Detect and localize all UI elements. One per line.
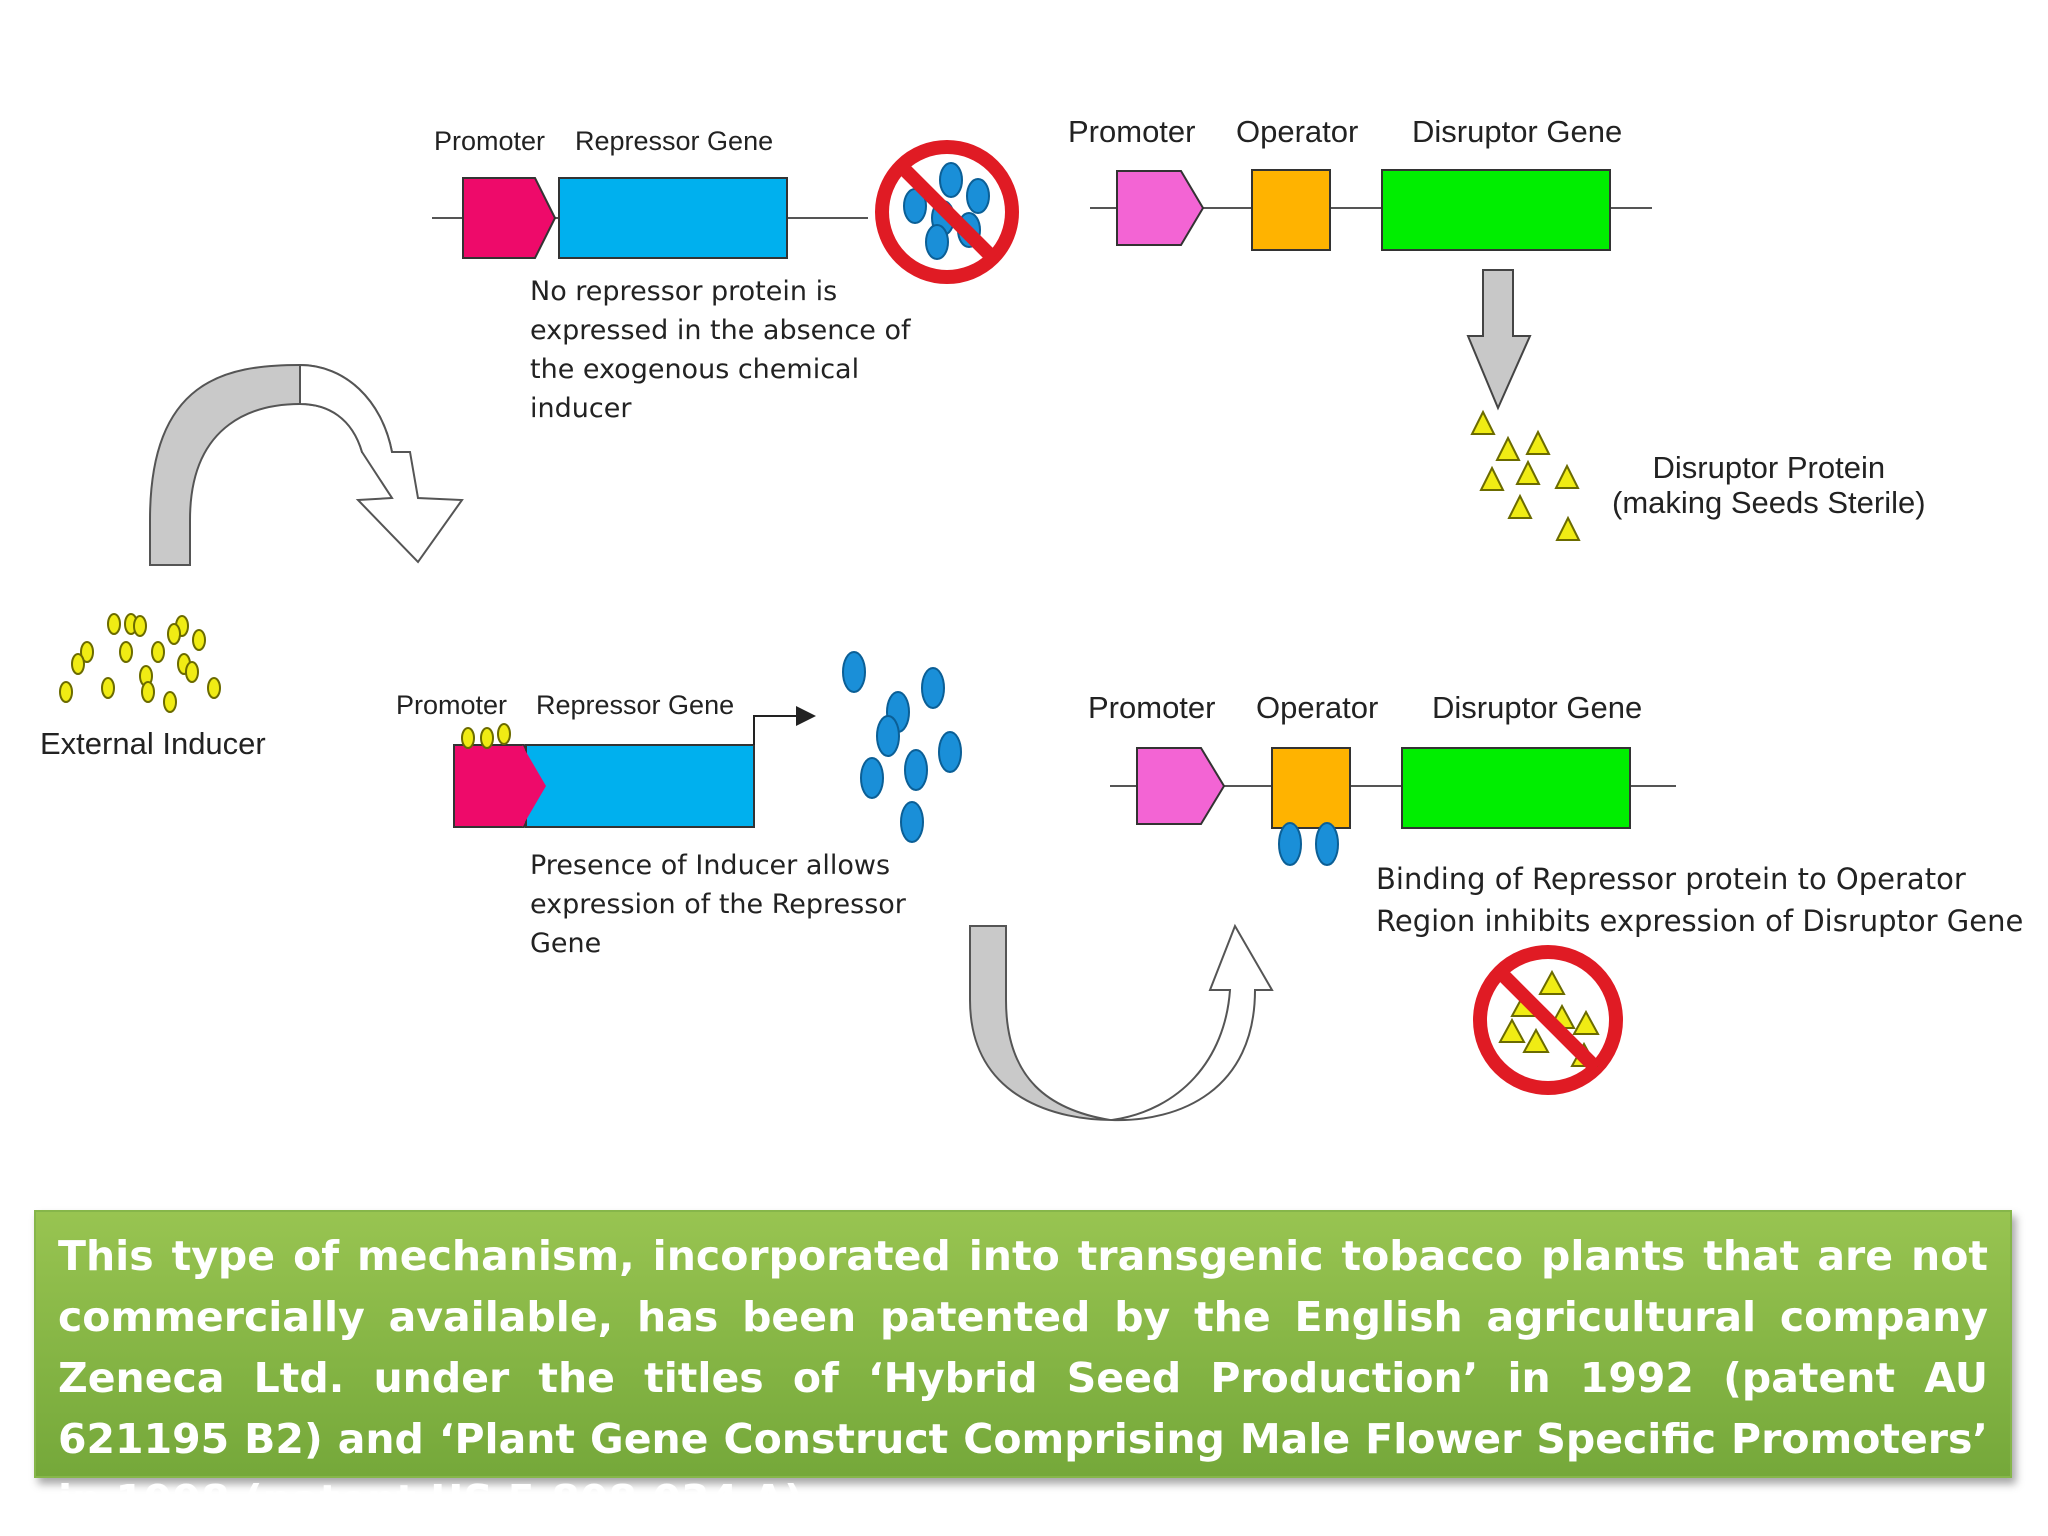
disruptor-protein-label: Disruptor Protein (making Seeds Sterile)	[1612, 450, 1926, 520]
curved-arrow-up-icon	[969, 923, 1274, 1122]
promoter-label: Promoter	[1068, 114, 1196, 149]
inducer-expression-caption: Presence of Inducer allows expression of…	[530, 850, 906, 959]
binding-caption: Binding of Repressor protein to Operator…	[1376, 862, 2024, 938]
repressor-gene-block	[558, 177, 788, 259]
bound-inducer-dots	[461, 723, 511, 749]
operator-block	[1251, 169, 1331, 251]
disruptor-gene-block	[1401, 747, 1631, 829]
operator-label: Operator	[1236, 114, 1359, 149]
promoter-label: Promoter	[396, 690, 508, 720]
bottom-right-construct	[1110, 747, 1676, 866]
promoter-label: Promoter	[1088, 690, 1216, 725]
top-right-construct	[1090, 169, 1652, 251]
banner-text: This type of mechanism, incorporated int…	[58, 1232, 1988, 1524]
disruptor-protein-cluster	[1470, 409, 1581, 541]
repressor-gene-label: Repressor Gene	[536, 690, 735, 720]
promoter-label: Promoter	[434, 126, 546, 156]
no-disruptor-protein-icon	[1473, 945, 1623, 1095]
operator-block	[1271, 747, 1351, 829]
repressor-protein-cluster	[842, 651, 962, 843]
promoter-block	[1116, 170, 1205, 246]
disruptor-gene-label: Disruptor Gene	[1432, 690, 1643, 725]
no-repressor-protein-icon	[875, 140, 1019, 284]
bottom-left-construct	[453, 706, 816, 828]
bound-repressor-proteins	[1278, 822, 1339, 866]
external-inducer-cluster	[59, 613, 221, 713]
top-left-construct	[432, 177, 868, 259]
disruptor-gene-label: Disruptor Gene	[1412, 114, 1623, 149]
operator-label: Operator	[1256, 690, 1379, 725]
patent-info-banner: This type of mechanism, incorporated int…	[34, 1210, 2012, 1524]
external-inducer-label: External Inducer	[40, 726, 266, 761]
repressor-gene-block	[525, 744, 755, 828]
down-arrow-icon	[1466, 269, 1532, 411]
no-repressor-caption: No repressor protein is expressed in the…	[530, 276, 911, 424]
expression-arrow	[753, 706, 816, 745]
promoter-block	[1136, 747, 1226, 825]
disruptor-gene-block	[1381, 169, 1611, 251]
curved-arrow-down-icon	[149, 363, 464, 566]
repressor-gene-label: Repressor Gene	[575, 126, 774, 156]
promoter-block	[462, 177, 557, 259]
